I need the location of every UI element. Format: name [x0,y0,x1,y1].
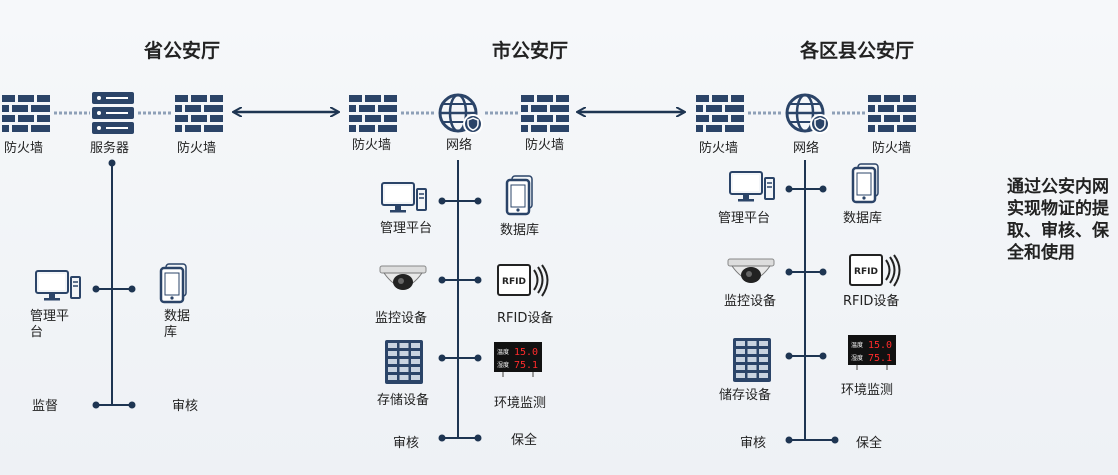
firewall-icon [349,95,397,132]
firewall-label: 防火墙 [352,138,392,153]
svg-text:15.0: 15.0 [514,347,538,358]
province-title: 省公安厅 [144,40,221,62]
mgmt-platform-label: 管理平台 [718,211,771,226]
district-title: 各区县公安厅 [800,40,915,62]
firewall-icon [521,95,569,132]
firewall-icon [868,95,916,132]
env-monitor-label: 环境监测 [494,396,547,411]
firewall-label: 防火墙 [4,141,44,156]
firewall-icon [175,95,223,132]
svg-text:75.1: 75.1 [868,353,892,364]
computer-icon [381,182,427,214]
storage-cabinet-icon [385,340,423,384]
server-icon [92,92,134,134]
storage-device-label: 存储设备 [377,393,430,408]
database-label-2: 库 [164,325,178,340]
city-title: 市公安厅 [492,40,569,62]
rfid-reader-icon [849,254,901,287]
env-monitor-label: 环境监测 [841,383,894,398]
network-globe-icon [438,93,484,135]
network-label: 网络 [446,138,473,153]
camera-icon [727,258,775,284]
review-label: 审核 [172,399,199,414]
camera-icon [379,265,427,291]
mgmt-platform-label-2: 台 [30,325,44,340]
monitor-device-label: 监控设备 [375,311,428,326]
preserve-label: 保全 [511,433,538,448]
monitor-device-label: 监控设备 [724,294,777,309]
env-display-icon: 温度 15.0 湿度 75.1 [494,342,542,377]
mgmt-platform-label: 管理平台 [380,221,433,236]
firewall-icon [696,95,744,132]
firewall-label: 防火墙 [525,138,565,153]
review-label: 审核 [740,436,767,451]
network-globe-icon [785,93,831,135]
firewall-icon [2,95,50,132]
tablet-icon [159,262,188,304]
supervise-label: 监督 [32,399,59,414]
svg-text:温度: 温度 [497,348,509,356]
env-display-icon: 温度 15.0 湿度 75.1 [848,335,896,370]
firewall-label: 防火墙 [872,141,912,156]
storage-device-label: 储存设备 [719,388,772,403]
preserve-label: 保全 [856,436,883,451]
svg-text:75.1: 75.1 [514,360,538,371]
svg-text:温度: 温度 [851,341,863,349]
network-label: 网络 [793,141,820,156]
svg-text:湿度: 湿度 [497,361,509,369]
computer-icon [729,171,775,203]
side-description: 通过公安内网实现物证的提取、审核、保全和使用 [1007,177,1109,263]
database-label: 数据 [164,309,191,324]
computer-icon [35,270,81,302]
svg-text:15.0: 15.0 [868,340,892,351]
database-label: 数据库 [500,223,540,238]
rfid-reader-icon [497,264,549,297]
rfid-device-label: RFID设备 [497,311,554,326]
firewall-label: 防火墙 [699,141,739,156]
svg-text:湿度: 湿度 [851,354,863,362]
firewall-label: 防火墙 [177,141,217,156]
database-label: 数据库 [843,211,883,226]
tablet-icon [851,162,880,204]
rfid-device-label: RFID设备 [843,294,900,309]
storage-cabinet-icon [733,338,771,382]
mgmt-platform-label: 管理平 [30,309,70,324]
tablet-icon [505,174,534,216]
server-label: 服务器 [90,141,130,156]
review-label: 审核 [393,436,420,451]
